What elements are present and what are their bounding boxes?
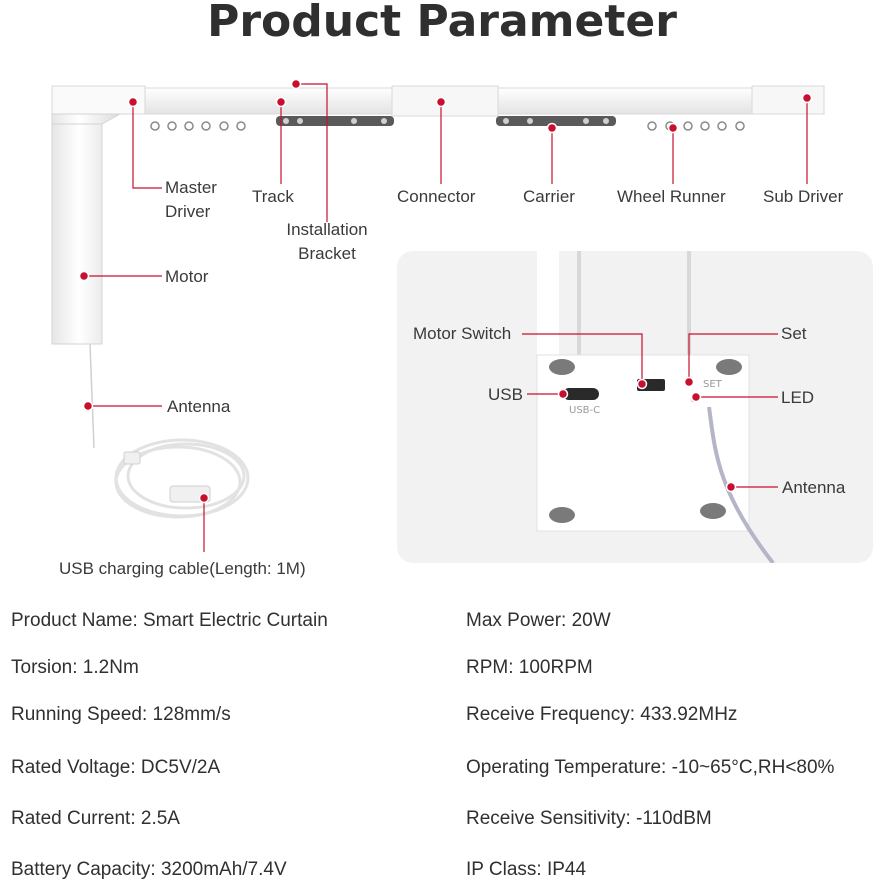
label-motor: Motor	[165, 267, 209, 286]
callout-markers	[78, 78, 813, 504]
label-antenna-right: Antenna	[782, 478, 846, 497]
label-wheel-runner: Wheel Runner	[617, 187, 726, 206]
spec-torsion: Torsion: 1.2Nm	[11, 657, 139, 678]
spec-product-name: Product Name: Smart Electric Curtain	[11, 610, 328, 631]
spec-running-speed: Running Speed: 128mm/s	[11, 704, 231, 725]
wheel-runners-right	[647, 121, 745, 131]
label-installation-bracket-line1: Installation	[286, 220, 368, 239]
spec-ip-class: IP Class: IP44	[466, 859, 587, 880]
usb-cable-image	[114, 438, 250, 519]
label-installation-bracket-line2: Bracket	[298, 244, 356, 263]
spec-operating-temperature: Operating Temperature: -10~65°C,RH<80%	[466, 757, 835, 778]
spec-max-power: Max Power: 20W	[466, 610, 611, 631]
page-title: Product Parameter	[207, 0, 677, 47]
label-track: Track	[252, 187, 294, 206]
label-usb: USB	[488, 385, 523, 404]
spec-battery-capacity: Battery Capacity: 3200mAh/7.4V	[11, 859, 287, 880]
spec-rated-voltage: Rated Voltage: DC5V/2A	[11, 757, 221, 778]
carrier-bracket	[496, 116, 616, 126]
spec-rated-current: Rated Current: 2.5A	[11, 808, 180, 829]
label-master-driver-line2: Driver	[165, 202, 211, 221]
label-led: LED	[781, 388, 815, 407]
label-sub-driver: Sub Driver	[763, 187, 844, 206]
label-installation-bracket: Installation Bracket	[272, 218, 382, 266]
motor-body	[51, 113, 122, 449]
port-label-set: SET	[703, 379, 723, 390]
label-antenna-left: Antenna	[167, 397, 231, 416]
spec-rpm: RPM: 100RPM	[466, 657, 593, 678]
wheel-runners-left	[150, 121, 246, 131]
spec-receive-frequency: Receive Frequency: 433.92MHz	[466, 704, 738, 725]
label-motor-switch: Motor Switch	[413, 324, 512, 343]
label-set: Set	[781, 324, 807, 343]
label-usb-cable: USB charging cable(Length: 1M)	[59, 559, 306, 578]
label-master-driver: Master Driver	[165, 176, 217, 224]
label-master-driver-line1: Master	[165, 178, 217, 197]
label-connector: Connector	[397, 187, 476, 206]
port-label-usbc: USB-C	[569, 405, 600, 416]
label-carrier: Carrier	[523, 187, 575, 206]
installation-bracket	[276, 116, 394, 126]
callout-lines	[84, 83, 808, 552]
product-diagram	[51, 78, 825, 552]
spec-receive-sensitivity: Receive Sensitivity: -110dBM	[466, 808, 712, 829]
